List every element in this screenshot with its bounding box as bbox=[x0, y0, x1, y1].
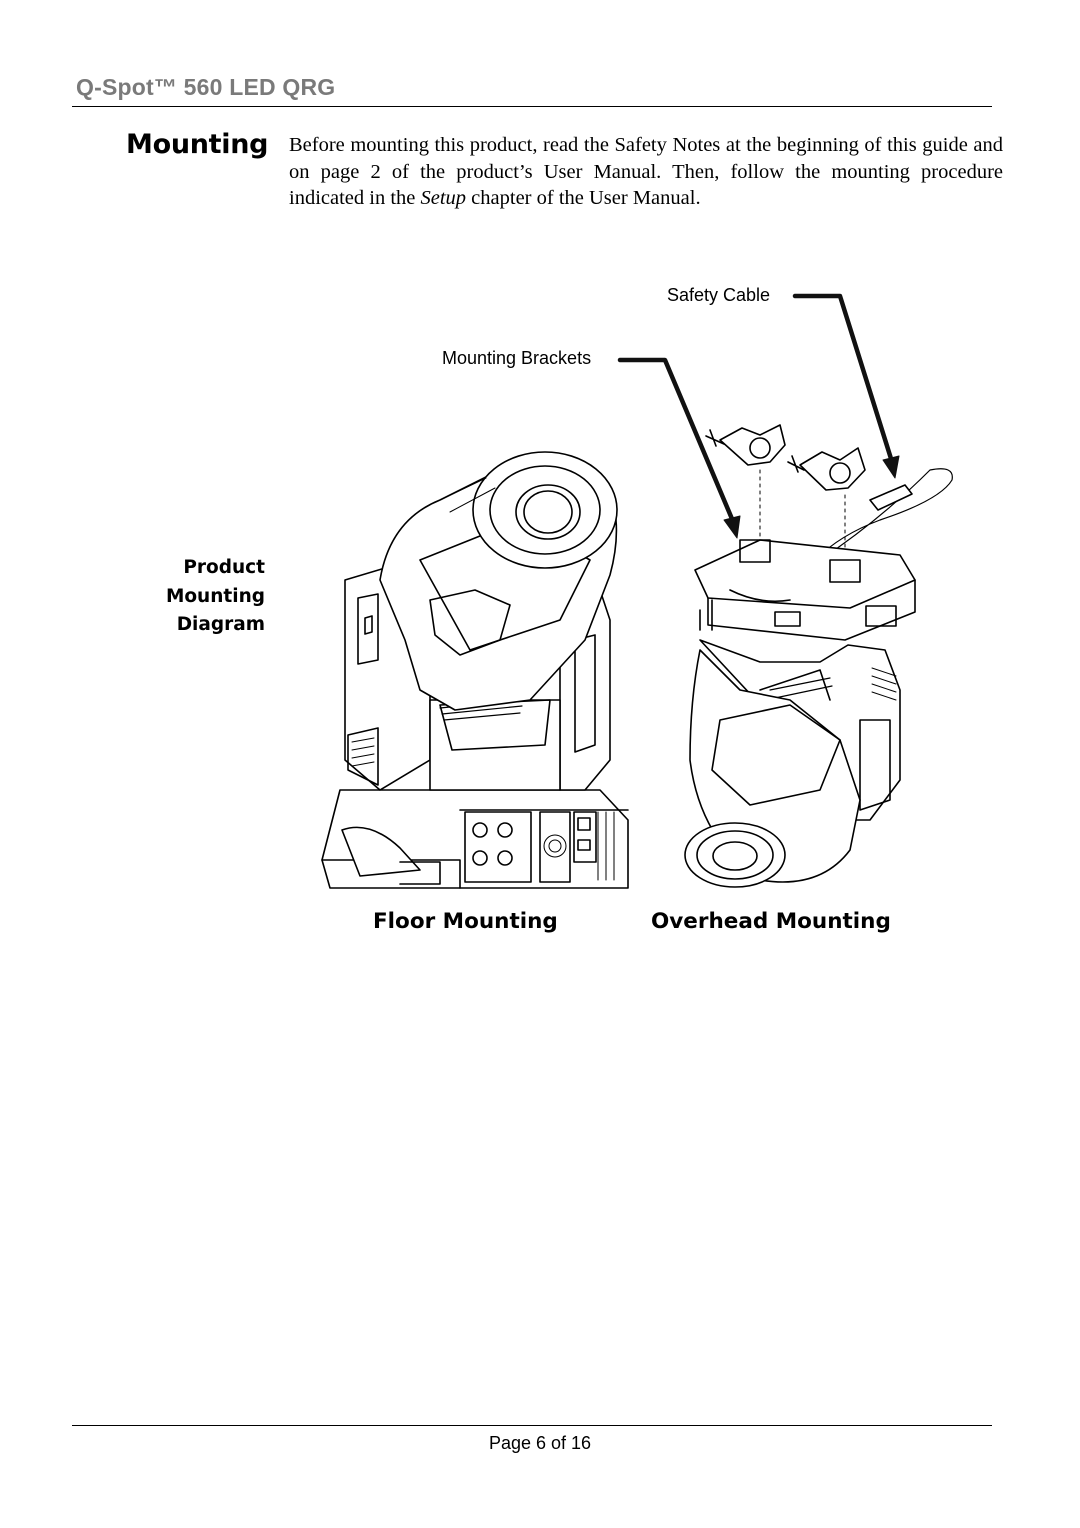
intro-emphasis-setup: Setup bbox=[420, 187, 467, 209]
floor-mounted-fixture-illustration bbox=[321, 451, 629, 889]
intro-text-part2: chapter of the User Manual. bbox=[466, 187, 701, 209]
section-heading: Mounting bbox=[126, 129, 269, 160]
mounting-brackets-leader bbox=[617, 357, 741, 539]
side-label-line: Diagram bbox=[176, 614, 265, 635]
safety-cable-label: Safety Cable bbox=[667, 285, 771, 305]
side-label-line: Mounting bbox=[165, 585, 265, 607]
side-label-line: Product bbox=[183, 557, 265, 578]
safety-cable-leader bbox=[792, 293, 900, 479]
header-divider bbox=[72, 106, 992, 107]
floor-mounting-caption: Floor Mounting bbox=[373, 909, 558, 934]
page-number: Page 6 of 16 bbox=[488, 1433, 592, 1453]
intro-text-part1: Before mounting this product, read the S… bbox=[289, 134, 1003, 209]
figure-side-label: Product Mounting Diagram bbox=[150, 554, 265, 640]
overhead-mounted-fixture-illustration bbox=[684, 424, 953, 888]
footer-divider bbox=[72, 1425, 992, 1426]
overhead-mounting-caption: Overhead Mounting bbox=[651, 909, 891, 934]
intro-paragraph: Before mounting this product, read the S… bbox=[289, 132, 1003, 212]
mounting-brackets-label: Mounting Brackets bbox=[442, 348, 592, 368]
mounting-diagram bbox=[321, 293, 953, 889]
document-header-title: Q-Spot™ 560 LED QRG bbox=[76, 74, 336, 100]
